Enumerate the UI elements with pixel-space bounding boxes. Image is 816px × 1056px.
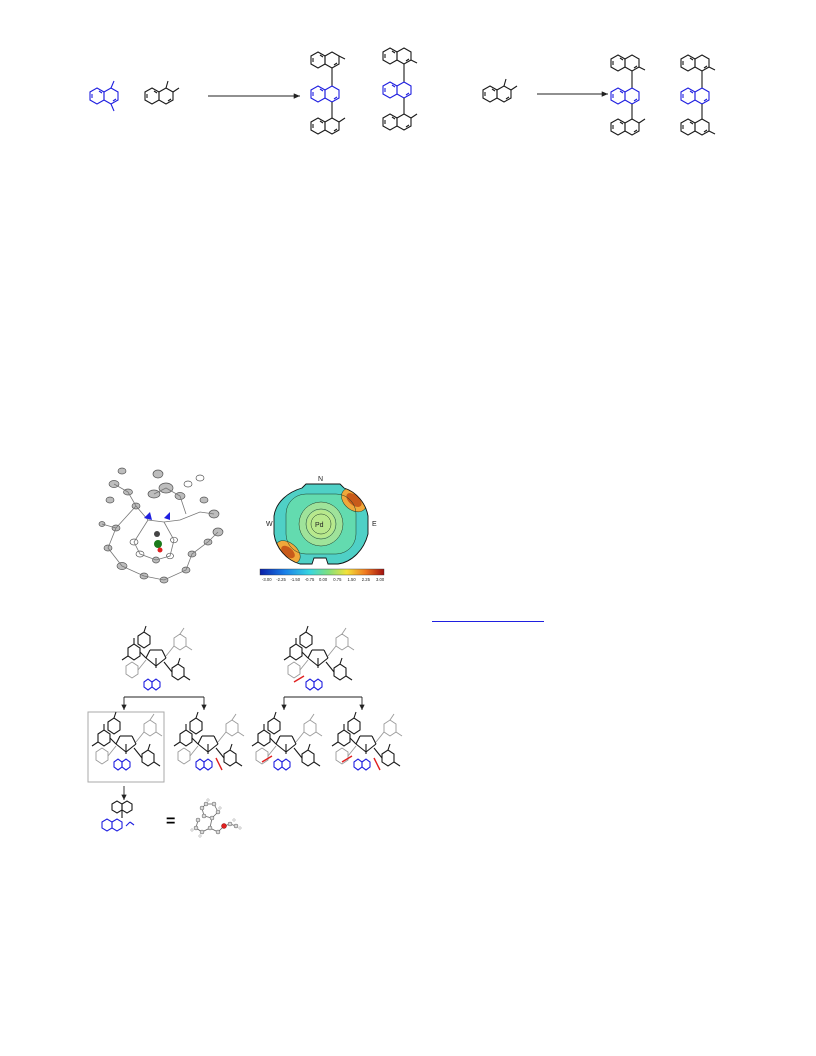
colorbar-tick-label: 0.75 xyxy=(333,577,342,582)
steric-map: N W E Pd -3.00 -2.25 -1.50 -0.75 0.00 0.75 1.5… xyxy=(259,476,385,582)
quadrant-model-scheme xyxy=(87,625,403,832)
ternaphthalene-product-4 xyxy=(680,54,716,136)
reference-link[interactable] xyxy=(432,608,544,622)
dimethylnaphthalene-blue xyxy=(89,80,119,112)
colorbar-tick-label: -0.75 xyxy=(305,577,315,582)
colorbar-tick-label: 3.00 xyxy=(376,577,385,582)
binaphthyl-product xyxy=(101,800,135,832)
colorbar-ticks: -3.00 -2.25 -1.50 -0.75 0.00 0.75 1.50 2.25 3.00 xyxy=(262,577,385,582)
reference-link-container xyxy=(432,608,544,622)
steric-map-east-label: E xyxy=(372,521,377,528)
crystal-structure-ortep xyxy=(98,467,224,584)
catalyst-model-pathway-3 xyxy=(251,711,323,771)
catalyst-model-pathway-4 xyxy=(331,711,403,771)
ternaphthalene-product-2 xyxy=(382,47,418,131)
colorbar-tick-label: 1.50 xyxy=(348,577,357,582)
reaction-scheme-top xyxy=(89,47,716,136)
highlighted-pathway-box xyxy=(87,711,165,783)
catalyst-model-top-right xyxy=(283,625,355,691)
colorbar-tick-label: -3.00 xyxy=(262,577,272,582)
colorbar-tick-label: 0.00 xyxy=(319,577,328,582)
steric-map-colorbar xyxy=(259,568,385,576)
colorbar-tick-label: 2.25 xyxy=(362,577,371,582)
ternaphthalene-product-3 xyxy=(610,54,646,136)
steric-map-center-label: Pd xyxy=(315,522,324,529)
colorbar-tick-label: -1.50 xyxy=(291,577,301,582)
branch-arrows-right xyxy=(281,696,365,710)
ball-and-stick-model xyxy=(190,798,242,838)
methylnaphthalene-reactant xyxy=(482,78,518,103)
catalyst-model-pathway-1 xyxy=(91,711,163,771)
ternaphthalene-product-1 xyxy=(310,51,346,135)
steric-map-north-label: N xyxy=(318,476,323,483)
catalyst-model-top-left xyxy=(121,625,193,691)
catalyst-model-pathway-2 xyxy=(173,711,245,771)
steric-map-west-label: W xyxy=(266,521,273,528)
equals-sign: = xyxy=(166,813,176,830)
colorbar-tick-label: -2.25 xyxy=(276,577,286,582)
dimethylnaphthalene-black xyxy=(144,80,180,105)
branch-arrows-left xyxy=(121,696,207,710)
